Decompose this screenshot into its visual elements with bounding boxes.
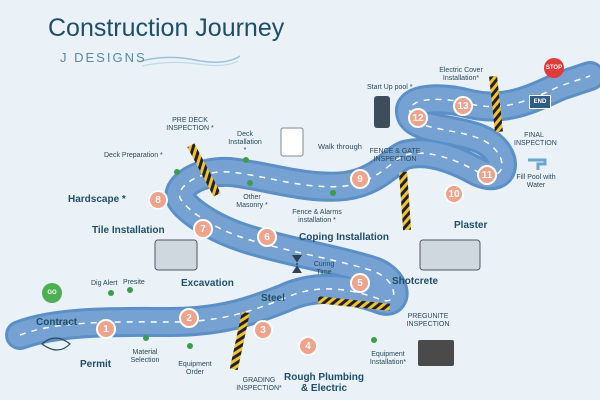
milestone-12-label: Start Up pool * (367, 84, 413, 91)
barrier-grading (229, 311, 250, 371)
barrier-final (489, 75, 503, 133)
mixer-truck-icon (419, 239, 481, 271)
go-sign: GO (42, 283, 62, 303)
faucet-icon (528, 158, 547, 170)
barrier-pregunite (317, 296, 391, 311)
milestone-2-label: Excavation (181, 278, 234, 289)
milestone-2-badge: 2 (179, 308, 199, 328)
pool-equipment-icon (418, 340, 454, 366)
final-inspection-label: FINAL INSPECTION (514, 132, 557, 147)
deck-preparation-label: Deck Preparation * (104, 152, 163, 159)
presite-label: Presite (123, 279, 145, 286)
milestone-1-label: Permit (80, 359, 112, 370)
pin-fence-alarms (330, 190, 336, 196)
contract-label: Contract (36, 317, 78, 328)
pin-material (143, 335, 149, 341)
milestone-4-badge: 4 (298, 336, 318, 356)
bulldozer-icon (154, 239, 198, 271)
road-edge (8, 64, 600, 347)
milestone-11-label: Fill Pool with Water (516, 174, 556, 189)
milestone-3-badge: 3 (253, 320, 273, 340)
end-sign: END (529, 95, 551, 109)
material-selection-label: Material Selection (130, 349, 160, 364)
pin-presite (127, 287, 133, 293)
brand-logo: J DESIGNS (60, 50, 147, 65)
pin-equipment-install (371, 337, 377, 343)
milestone-1-badge: 1 (96, 319, 116, 339)
equipment-order-label: Equipment Order (178, 361, 212, 376)
milestone-12-badge: 12 (408, 108, 428, 128)
dig-alert-label: Dig Alert (91, 280, 118, 287)
milestone-13-badge: 13 (453, 96, 473, 116)
milestone-10-label: Plaster (454, 220, 488, 231)
pin-dig-alert (108, 290, 114, 296)
milestone-6-label: Coping Installation (299, 232, 389, 243)
checklist-icon (280, 127, 304, 157)
page-title: Construction Journey (48, 14, 285, 42)
milestone-8-badge: 8 (148, 190, 168, 210)
milestone-5-badge: 5 (350, 273, 370, 293)
pin-deck-prep (174, 169, 180, 175)
fence-gate-inspection-label: FENCE & GATE INSPECTION (369, 148, 421, 163)
milestone-8-label: Hardscape * (68, 194, 126, 205)
fence-alarms-label: Fence & Alarms installation * (292, 209, 342, 224)
barrier-predeck (187, 143, 221, 197)
pin-other-masonry (247, 180, 253, 186)
marker-pins (108, 157, 377, 349)
grading-inspection-label: GRADING INSPECTION* (236, 377, 282, 392)
milestone-3-label: Steel (261, 293, 285, 304)
milestone-4-label: Rough Plumbing & Electric (284, 372, 364, 394)
brand-swoosh (137, 55, 241, 63)
stop-sign: STOP (544, 58, 564, 78)
road-center-dashes (19, 75, 591, 336)
other-masonry-label: Other Masonry * (236, 194, 268, 209)
milestone-6-badge: 6 (257, 227, 277, 247)
phone-icon (374, 96, 390, 128)
pin-deck-install (243, 157, 249, 163)
pin-equipment-order (187, 343, 193, 349)
hourglass-icon (292, 255, 302, 273)
milestone-7-badge: 7 (193, 219, 213, 239)
equipment-installation-label: Equipment Installation* (369, 351, 407, 366)
milestone-9-label: Walk through (318, 142, 362, 151)
deck-installation-label: Deck Installation * (228, 131, 262, 154)
handshake-icon (41, 337, 71, 351)
milestone-5-label: Shotcrete (392, 276, 439, 287)
pre-deck-inspection-label: PRE DECK INSPECTION * (166, 117, 214, 132)
barrier-fence-gate (399, 171, 412, 231)
milestone-9-badge: 9 (350, 169, 370, 189)
milestone-10-badge: 10 (444, 184, 464, 204)
pregunite-inspection-label: PREGUNITE INSPECTION (406, 313, 450, 328)
milestone-13-label: Electric Cover Installation* (439, 67, 483, 82)
milestone-7-label: Tile Installation (92, 225, 165, 236)
curing-time-label: Curing Time (313, 261, 335, 276)
brand-swoosh-2 (141, 60, 239, 67)
milestone-11-badge: 11 (477, 165, 497, 185)
